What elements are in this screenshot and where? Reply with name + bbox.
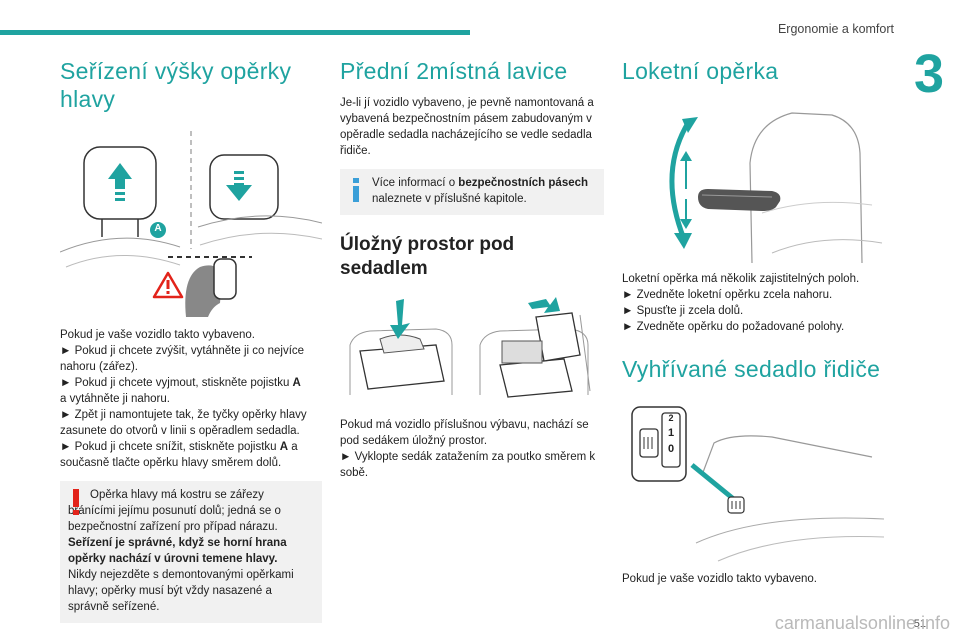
headrest-line-1: Pokud je vaše vozidlo takto vybaveno. (60, 329, 255, 341)
chapter-number: 3 (898, 45, 960, 103)
storage-text: Pokud má vozidlo příslušnou výbavu, nach… (340, 417, 604, 481)
heated-seat-figure: 2 1 0 (622, 393, 884, 565)
armrest-line-1: Loketní opěrka má několik zajistitelných… (622, 273, 860, 285)
headrest-line-2: ► Pokud ji chcete zvýšit, vytáhněte ji c… (60, 345, 305, 373)
armrest-line-3: ► Spusťte ji zcela dolů. (622, 305, 744, 317)
headrest-warning-box: Opěrka hlavy má kostru se zářezy bránící… (60, 481, 322, 623)
headrest-figure: A (60, 127, 322, 323)
column-armrest: Loketní opěrka Loketní opěrka má několik… (622, 55, 884, 587)
bench-info-text: Více informací o bezpečnostních pásech n… (372, 177, 589, 205)
storage-line-2: ► Vyklopte sedák zatažením za poutko smě… (340, 451, 596, 479)
headrest-line-3: ► Pokud ji chcete vyjmout, stiskněte poj… (60, 377, 301, 389)
headrest-warning-bold: Seřízení je správné, když se horní hrana… (68, 537, 287, 565)
storage-figure (340, 295, 604, 407)
headrest-line-6: ► Pokud ji chcete snížit, stiskněte poji… (60, 441, 298, 469)
armrest-title: Loketní opěrka (622, 58, 779, 84)
section-title: Ergonomie a komfort (777, 22, 894, 36)
heated-seat-illustration (631, 406, 884, 562)
column-headrest: Seřízení výšky opěrky hlavy (60, 55, 322, 623)
label-a: A (154, 223, 162, 234)
armrest-line-2: ► Zvedněte loketní opěrku zcela nahoru. (622, 289, 833, 301)
headrest-title: Seřízení výšky opěrky hlavy (60, 58, 292, 112)
storage-subtitle: Úložný prostor pod sedadlem (340, 234, 515, 279)
switch-label-0: 0 (667, 443, 675, 455)
bench-title: Přední 2místná lavice (340, 58, 568, 84)
storage-line-1: Pokud má vozidlo příslušnou výbavu, nach… (340, 419, 589, 447)
watermark: carmanualsonline.info (774, 613, 950, 633)
headrest-illustration (60, 131, 322, 317)
armrest-figure (622, 93, 884, 265)
switch-label-1: 1 (667, 427, 675, 439)
column-bench: Přední 2místná lavice Je-li jí vozidlo v… (340, 55, 604, 481)
warning-exclamation-icon (73, 489, 79, 515)
switch-label-2: 2 (668, 413, 674, 423)
headrest-text: Pokud je vaše vozidlo takto vybaveno. ► … (60, 327, 322, 471)
headrest-line-5: ► Zpět ji namontujete tak, že tyčky opěr… (60, 409, 307, 437)
armrest-illustration (669, 112, 883, 264)
heated-seat-text: Pokud je vaše vozidlo takto vybaveno. (622, 573, 817, 585)
info-icon (353, 178, 359, 202)
page-number: 51 (913, 618, 926, 630)
storage-illustration (349, 297, 591, 398)
armrest-text: Loketní opěrka má několik zajistitelných… (622, 271, 884, 335)
armrest-line-4: ► Zvedněte opěrku do požadované polohy. (622, 321, 845, 333)
headrest-warning-text-1: Opěrka hlavy má kostru se zářezy bránící… (68, 489, 281, 533)
heated-seat-title: Vyhřívané sedadlo řidiče (622, 356, 881, 382)
bench-paragraph: Je-li jí vozidlo vybaveno, je pevně namo… (340, 97, 594, 157)
header-accent-bar (0, 30, 470, 35)
bench-info-box: Více informací o bezpečnostních pásech n… (340, 169, 604, 215)
headrest-warning-text-2: Nikdy nejezděte s demontovanými opěrkami… (68, 569, 294, 613)
headrest-line-4: a vytáhněte ji nahoru. (60, 393, 170, 405)
